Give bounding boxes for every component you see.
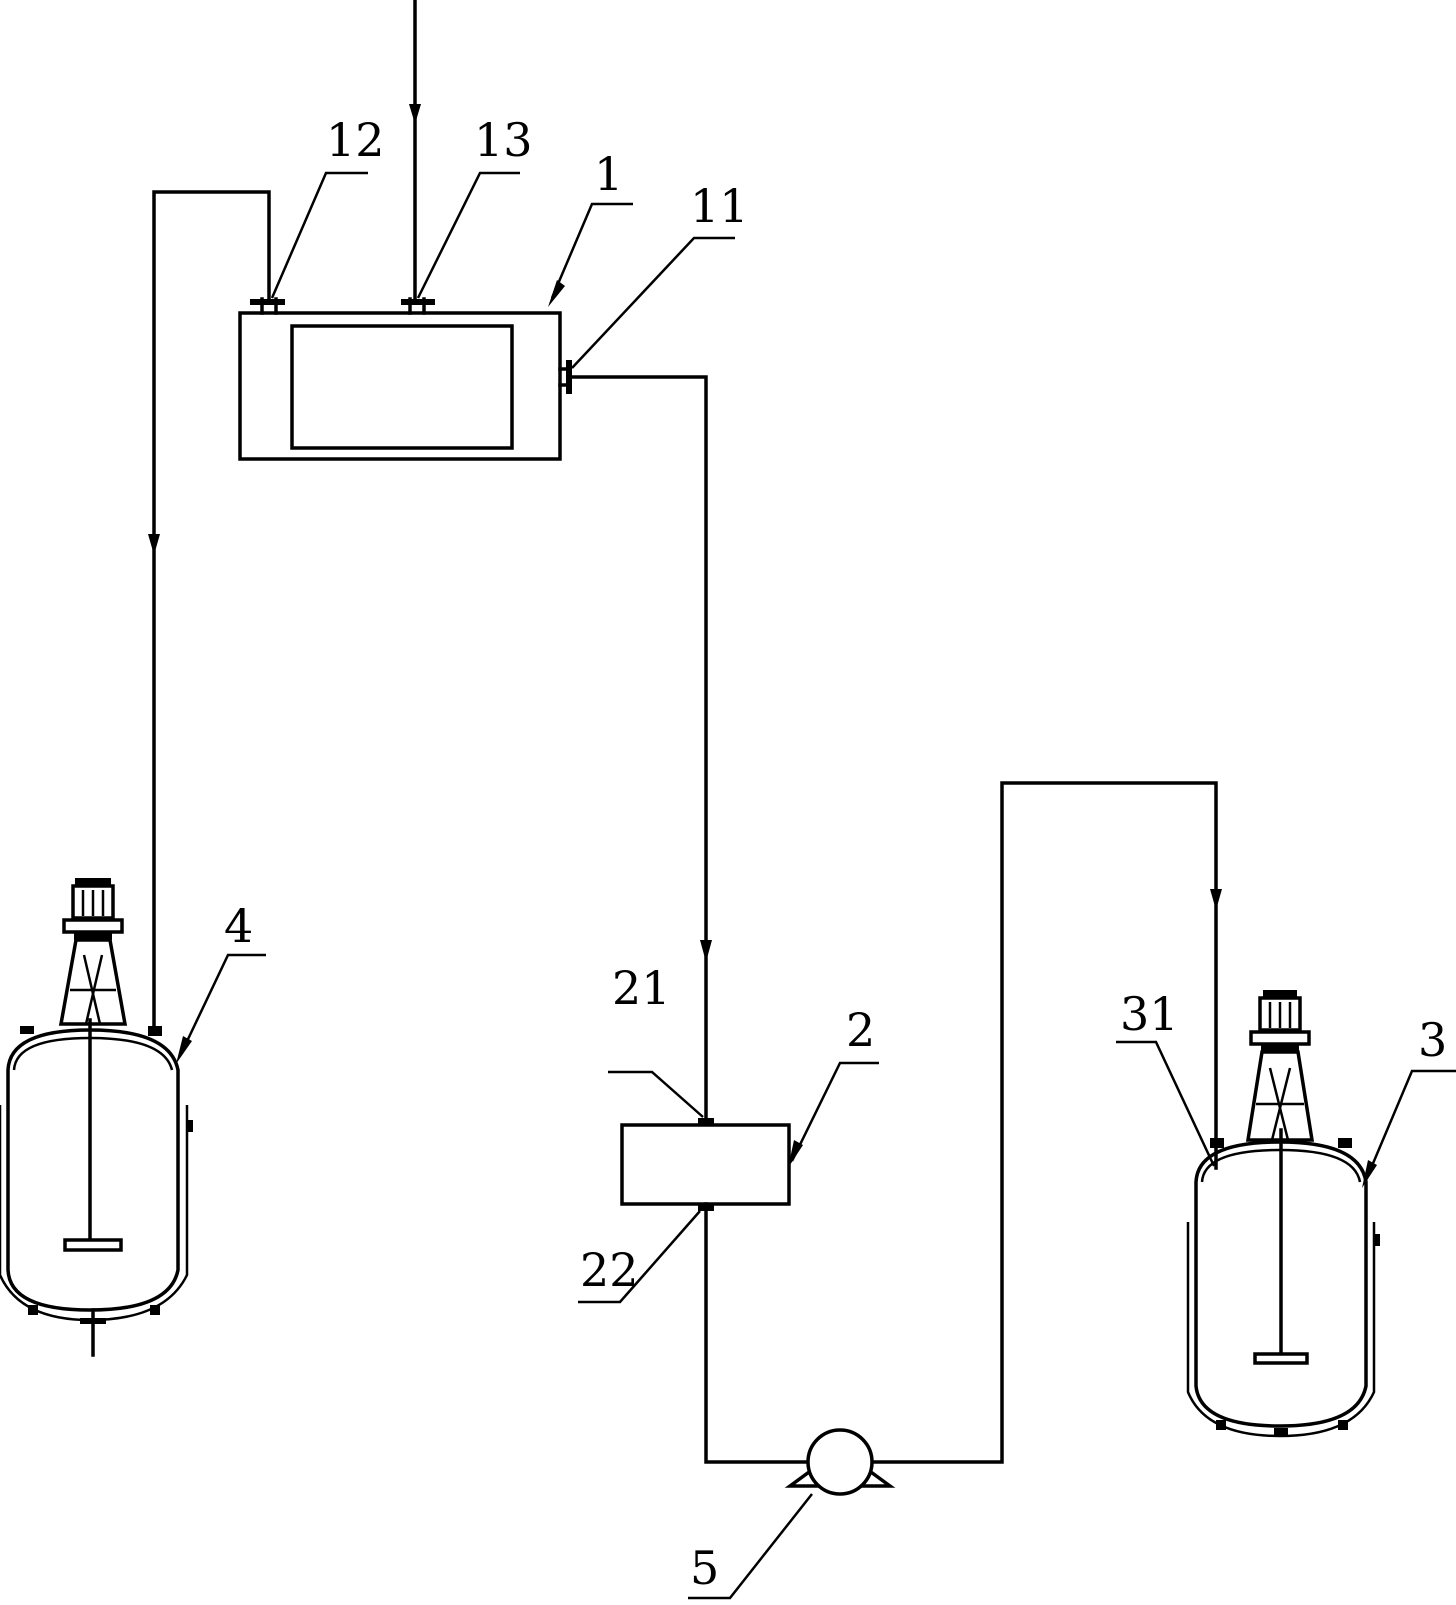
- reactor-4: [0, 878, 193, 1357]
- label-11: 11: [690, 179, 749, 233]
- nozzle-11: [558, 360, 572, 394]
- nozzle-12: [250, 297, 285, 315]
- reactor-3: [1186, 990, 1380, 1438]
- arrow-to-filter: [700, 940, 712, 962]
- label-13: 13: [474, 113, 533, 167]
- leader-lines: [178, 171, 1456, 1600]
- nozzle-22: [698, 1204, 714, 1211]
- header-tank: [238, 297, 572, 461]
- pipe-pump-to-reactor-3: [870, 781, 1218, 1464]
- arrow-to-reactor-3: [1210, 889, 1222, 910]
- label-3: 3: [1418, 1013, 1447, 1067]
- label-2: 2: [846, 1003, 875, 1057]
- label-22: 22: [580, 1243, 639, 1297]
- pipe-tank-to-reactor-4: [152, 190, 271, 1032]
- filter: [620, 1118, 791, 1211]
- pipe-filter-to-pump: [704, 1202, 810, 1464]
- label-31: 31: [1120, 987, 1179, 1041]
- pump: [784, 1428, 896, 1496]
- arrow-to-reactor-4: [148, 534, 160, 555]
- label-12: 12: [326, 113, 385, 167]
- leader-arrowheads: [176, 280, 1377, 1188]
- nozzle-13: [401, 297, 435, 315]
- pipe-tank-to-filter: [570, 375, 708, 1124]
- label-5: 5: [690, 1541, 719, 1595]
- label-1: 1: [594, 147, 623, 201]
- label-21: 21: [612, 961, 671, 1015]
- label-4: 4: [224, 899, 253, 953]
- feed-arrow: [409, 104, 421, 124]
- nozzle-21: [698, 1118, 714, 1125]
